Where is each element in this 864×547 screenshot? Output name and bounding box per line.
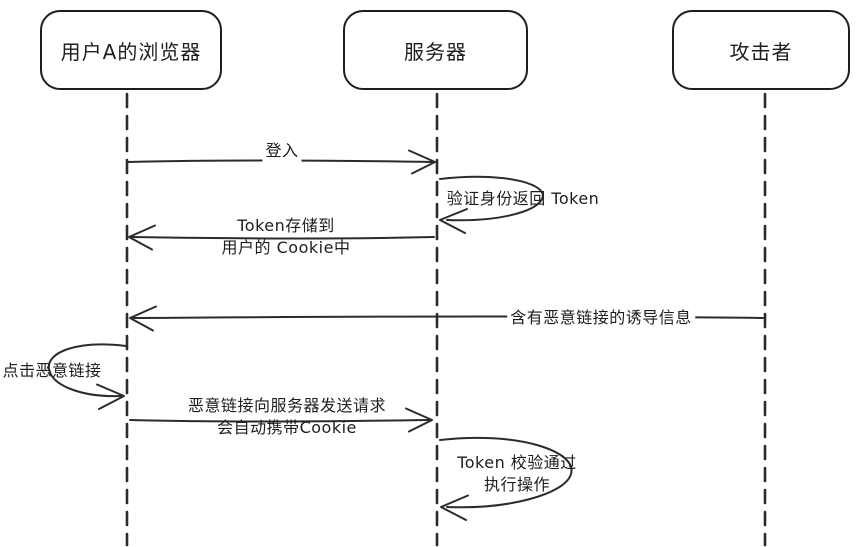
self-loop-token-check-pass — [439, 436, 573, 509]
message-label-verify-identity: 验证身份返回 Token — [446, 189, 600, 208]
actor-label-attacker: 攻击者 — [729, 39, 793, 64]
arrowhead-verify-identity — [439, 208, 468, 234]
arrowhead-login — [408, 149, 436, 175]
actor-label-user-browser: 用户A的浏览器 — [60, 39, 202, 64]
message-label-token-check-pass-line1: Token 校验通过 — [457, 453, 577, 472]
message-label-store-token: Token存储到 用户的 Cookie中 — [222, 215, 351, 259]
message-line-malicious-request — [129, 419, 431, 423]
arrowhead-malicious-request — [405, 407, 433, 433]
message-label-malicious-request: 恶意链接向服务器发送请求 会自动携带Cookie — [188, 395, 386, 439]
message-label-lure-message: 含有恶意链接的诱导信息 — [507, 307, 695, 329]
message-label-token-check-pass: Token 校验通过 执行操作 — [457, 452, 577, 496]
actor-box-attacker: 攻击者 — [672, 10, 850, 90]
arrowhead-store-token — [128, 224, 156, 251]
arrowhead-click-link — [96, 383, 125, 410]
actor-label-server: 服务器 — [404, 39, 467, 64]
message-label-malicious-request-line2: 会自动携带Cookie — [217, 418, 357, 437]
message-label-store-token-line1: Token存储到 — [237, 216, 335, 235]
actor-box-server: 服务器 — [343, 10, 528, 90]
message-label-token-check-pass-line2: 执行操作 — [483, 475, 550, 494]
self-loop-verify-identity — [439, 175, 544, 222]
message-label-store-token-line2: 用户的 Cookie中 — [221, 238, 351, 257]
message-label-malicious-request-line1: 恶意链接向服务器发送请求 — [187, 396, 387, 415]
message-label-login: 登入 — [262, 140, 302, 162]
arrowhead-token-check-pass — [440, 494, 469, 521]
arrowhead-lure-message — [129, 305, 157, 332]
self-loop-click-link — [47, 343, 127, 398]
message-line-store-token — [131, 236, 435, 240]
message-label-click-link: 点击恶意链接 — [2, 361, 102, 380]
actor-box-user-browser: 用户A的浏览器 — [40, 10, 222, 90]
